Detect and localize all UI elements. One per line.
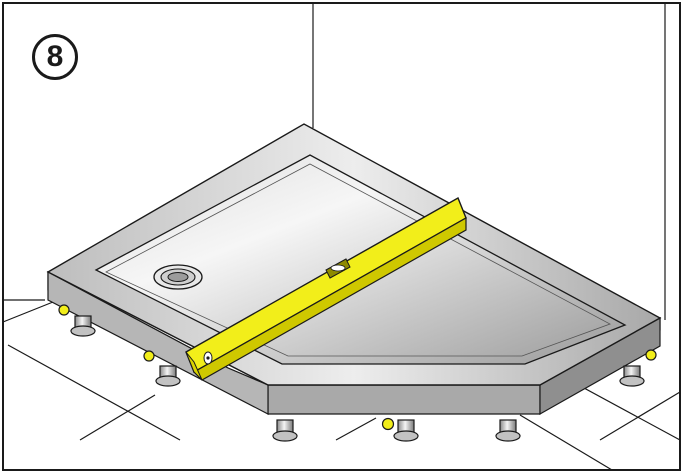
step-number: 8 — [46, 40, 64, 73]
floor-lines — [2, 299, 681, 471]
adjustable-foot-icon — [143, 350, 181, 387]
tray-base-front — [267, 384, 541, 415]
adjustable-foot-icon — [58, 304, 96, 337]
step-number-badge: 8 — [32, 34, 78, 80]
adjustable-foot-icon — [495, 419, 521, 442]
drain-icon — [153, 264, 203, 290]
adjustable-foot-icon — [619, 349, 657, 387]
room-walls — [3, 3, 666, 320]
adjustable-foot-icon — [272, 419, 298, 442]
spirit-level-icon — [185, 196, 467, 381]
adjustable-foot-icon — [381, 417, 419, 442]
